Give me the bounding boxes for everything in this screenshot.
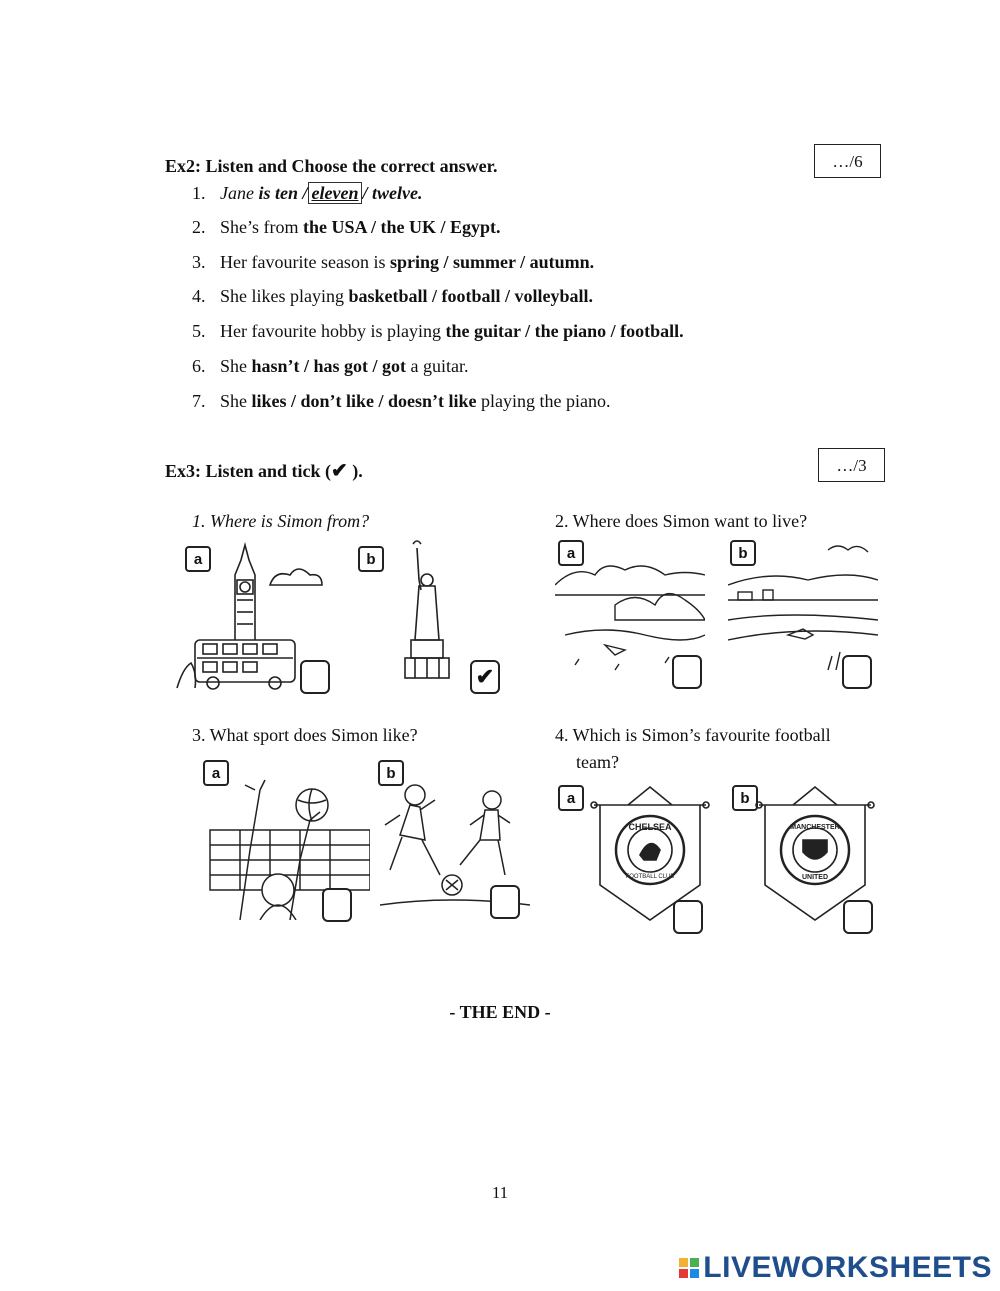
ex3-question-1: 1. Where is Simon from?	[192, 511, 370, 531]
manchester-united-pennant-illustration: MANCHESTER UNITED	[755, 785, 875, 921]
chelsea-text: CHELSEA	[628, 822, 672, 832]
the-end: - THE END -	[449, 1002, 551, 1022]
option-twelve[interactable]: / twelve.	[362, 183, 423, 203]
item-text-end: playing the piano.	[481, 391, 611, 411]
logo-text: LIVEWORKSHEETS	[703, 1251, 992, 1284]
q4-letter-a: a	[558, 785, 584, 811]
q1-b-tick-box[interactable]: ✔	[470, 660, 500, 694]
ex2-item-3: 3. Her favourite season is spring / summe…	[192, 252, 594, 273]
coast-landscape-illustration	[555, 565, 705, 671]
q2-a-tick-box[interactable]	[672, 655, 702, 689]
item-options[interactable]: the USA / the UK / Egypt.	[303, 217, 501, 237]
ex3-title-end: ).	[352, 461, 363, 481]
q3-letter-b: b	[378, 760, 404, 786]
q3-a-tick-box[interactable]	[322, 888, 352, 922]
q4-b-tick-box[interactable]	[843, 900, 873, 934]
ex2-title: Ex2: Listen and Choose the correct answe…	[165, 156, 498, 176]
ex2-item-7: 7.She likes / don’t like / doesn’t like …	[192, 391, 611, 412]
ex3-question-4-line2: team?	[576, 752, 619, 772]
countryside-landscape-illustration	[728, 545, 878, 671]
q2-b-tick-box[interactable]	[842, 655, 872, 689]
item-options[interactable]: basketball / football / volleyball.	[348, 286, 594, 306]
q4-letter-b: b	[732, 785, 758, 811]
q1-a-tick-box[interactable]	[300, 660, 330, 694]
q2-letter-b: b	[730, 540, 756, 566]
item-text: She	[220, 356, 247, 376]
ex2-score-box: …/6	[814, 144, 881, 178]
ex3-question-2: 2. Where does Simon want to live?	[555, 511, 808, 531]
united-text: UNITED	[802, 874, 828, 881]
ex3-question-3: 3. What sport does Simon like?	[192, 725, 418, 745]
q3-b-tick-box[interactable]	[490, 885, 520, 919]
item-number: 2.	[192, 217, 206, 237]
item-text-end: a guitar.	[410, 356, 469, 376]
item-number: 4.	[192, 286, 206, 306]
tick-icon: ✔	[331, 460, 348, 482]
option-ten[interactable]: is ten /	[258, 183, 308, 203]
logo-squares-icon	[679, 1258, 700, 1278]
item-number: 7.	[192, 391, 206, 411]
ex2-item-6: 6. She hasn’t / has got / got a guitar.	[192, 356, 469, 377]
ex3-title-text: Ex3: Listen and tick (	[165, 461, 332, 481]
option-eleven-selected[interactable]: eleven	[307, 182, 363, 204]
logo-square-2	[690, 1258, 700, 1267]
item-options[interactable]: hasn’t / has got / got	[251, 356, 407, 376]
item-text: Her favourite season is	[220, 252, 386, 272]
ex3-title: Ex3: Listen and tick (✔ ).	[165, 458, 363, 483]
logo-square-3	[679, 1269, 689, 1278]
logo-square-1	[679, 1258, 689, 1267]
ex3-question-4-line1: 4. Which is Simon’s favourite football	[555, 725, 831, 745]
statue-of-liberty-illustration	[404, 540, 450, 679]
chelsea-sub-text: FOOTBALL CLUB	[626, 874, 675, 880]
item-number: 6.	[192, 356, 206, 376]
volleyball-illustration	[209, 779, 370, 920]
q2-letter-a: a	[558, 540, 584, 566]
ex2-item-5: 5. Her favourite hobby is playing the gui…	[192, 321, 684, 342]
q1-letter-b: b	[358, 546, 384, 572]
q3-letter-a: a	[203, 760, 229, 786]
liveworksheets-logo: LIVEWORKSHEETS	[679, 1251, 992, 1285]
page-number: 11	[491, 1183, 509, 1202]
logo-square-4	[690, 1269, 700, 1278]
item-number: 1.	[192, 183, 206, 203]
q1-letter-a: a	[185, 546, 211, 572]
item-options[interactable]: spring / summer / autumn.	[389, 252, 595, 272]
item-text: She’s from	[220, 217, 299, 237]
manchester-text: MANCHESTER	[790, 824, 839, 831]
item-text: Jane	[220, 183, 254, 203]
item-text: Her favourite hobby is playing	[220, 321, 441, 341]
item-number: 3.	[192, 252, 206, 272]
item-text: She likes playing	[220, 286, 344, 306]
big-ben-bus-illustration	[176, 541, 323, 690]
item-number: 5.	[192, 321, 206, 341]
ex2-item-4: 4. She likes playing basketball / footbal…	[192, 286, 593, 307]
q4-a-tick-box[interactable]	[673, 900, 703, 934]
item-options[interactable]: likes / don’t like / doesn’t like	[251, 391, 477, 411]
item-options[interactable]: the guitar / the piano / football.	[445, 321, 684, 341]
ex2-item-1: 1. Jane is ten /eleven/ twelve.	[192, 182, 423, 204]
item-text: She	[220, 391, 247, 411]
ex2-item-2: 2. She’s from the USA / the UK / Egypt.	[192, 217, 501, 238]
chelsea-pennant-illustration: CHELSEA FOOTBALL CLUB	[590, 785, 710, 921]
ex3-score-box: …/3	[818, 448, 885, 482]
